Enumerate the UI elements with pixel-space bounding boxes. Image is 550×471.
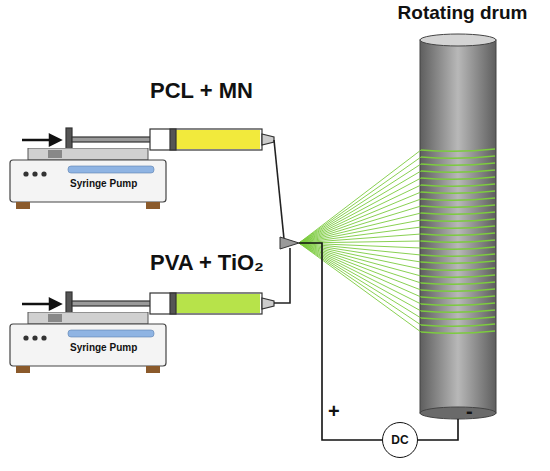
drum-node: Rotating drum (380, 2, 545, 26)
wire (299, 243, 382, 440)
needle (280, 237, 299, 249)
polarity-sign: + (328, 400, 340, 423)
pump-label: Syringe Pump (70, 178, 137, 189)
syringe-pump: Syringe Pump (8, 312, 168, 374)
solution-label: PVA + TiO₂ (150, 250, 264, 276)
rotating-drum (420, 34, 496, 419)
polarity-sign-box: + (328, 400, 340, 423)
source-label: DC (391, 433, 408, 447)
wire (418, 419, 458, 440)
polarity-sign: - (466, 400, 473, 423)
dc-source: DC (382, 422, 418, 458)
tube (274, 140, 290, 303)
solution-label: PCL + MN (150, 78, 253, 104)
solution-label-box: PCL + MN (150, 78, 253, 104)
polarity-sign-box: - (466, 400, 473, 423)
fibre-jet (299, 149, 495, 333)
pump-label: Syringe Pump (70, 342, 137, 353)
syringe-pump: Syringe Pump (8, 148, 168, 210)
solution-label-box: PVA + TiO₂ (150, 250, 264, 276)
drum-title: Rotating drum (398, 2, 528, 24)
